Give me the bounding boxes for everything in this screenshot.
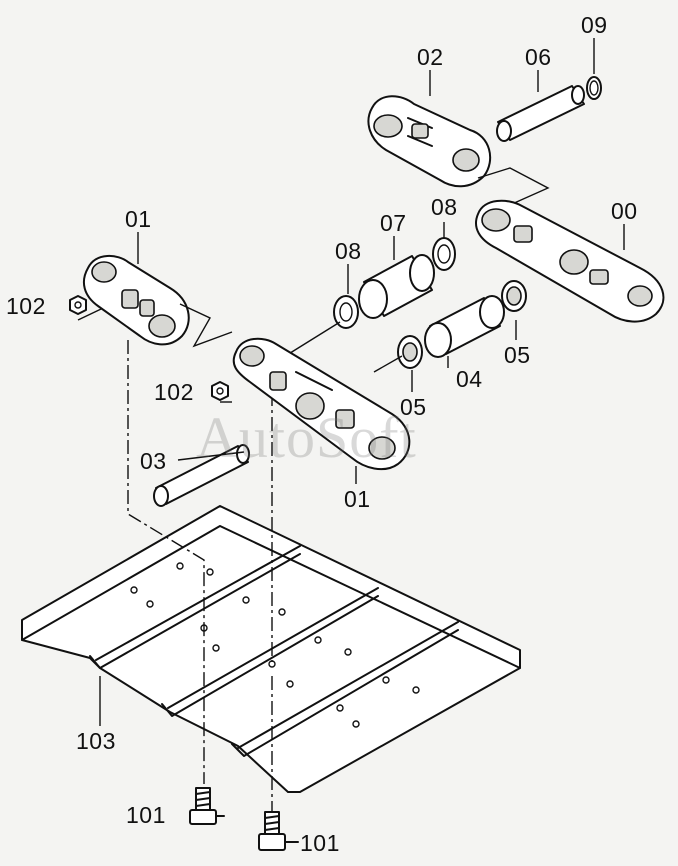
pin-03 <box>153 444 250 507</box>
callout-08-left: 08 <box>335 238 362 264</box>
nut-102-top <box>69 295 87 315</box>
callout-08-top: 08 <box>431 194 458 220</box>
callout-05-mid: 05 <box>400 394 427 420</box>
callout-101-left: 101 <box>126 802 166 828</box>
callout-01-bottom: 01 <box>344 486 371 512</box>
callout-03: 03 <box>140 448 167 474</box>
callout-05-right: 05 <box>504 342 531 368</box>
snap-ring-09 <box>586 76 602 100</box>
callout-04: 04 <box>456 366 483 392</box>
leader-box-top <box>477 167 550 205</box>
callout-102-mid: 102 <box>154 379 194 405</box>
callout-leaders <box>99 38 625 726</box>
watermark: AutoSoft <box>196 405 417 470</box>
callout-102-top: 102 <box>6 293 46 319</box>
callout-06: 06 <box>525 44 552 70</box>
link-00 <box>475 199 665 323</box>
nut-102-mid <box>211 381 229 401</box>
leader-pin-03 <box>177 451 245 461</box>
link-01-top <box>82 255 190 346</box>
callout-02: 02 <box>417 44 444 70</box>
callout-07: 07 <box>380 210 407 236</box>
leader-seal-05 <box>373 355 403 373</box>
callout-00: 00 <box>611 198 638 224</box>
link-01-center <box>232 337 411 471</box>
callout-01-top: 01 <box>125 206 152 232</box>
callout-101-right: 101 <box>300 830 340 856</box>
pin-06 <box>496 85 585 142</box>
bolt-101-right <box>258 811 299 851</box>
bolt-101-left <box>189 787 225 825</box>
bushing-04 <box>424 295 505 358</box>
bushing-07 <box>358 254 435 319</box>
washer-08-top <box>432 237 456 271</box>
washer-08-left <box>333 295 359 329</box>
leader-box-left <box>179 303 233 348</box>
link-02 <box>367 95 492 188</box>
callout-103: 103 <box>76 728 116 754</box>
callout-09: 09 <box>581 12 608 38</box>
seal-05-right <box>501 280 527 312</box>
track-shoe-plates <box>21 505 521 793</box>
seal-05-mid <box>397 335 423 369</box>
